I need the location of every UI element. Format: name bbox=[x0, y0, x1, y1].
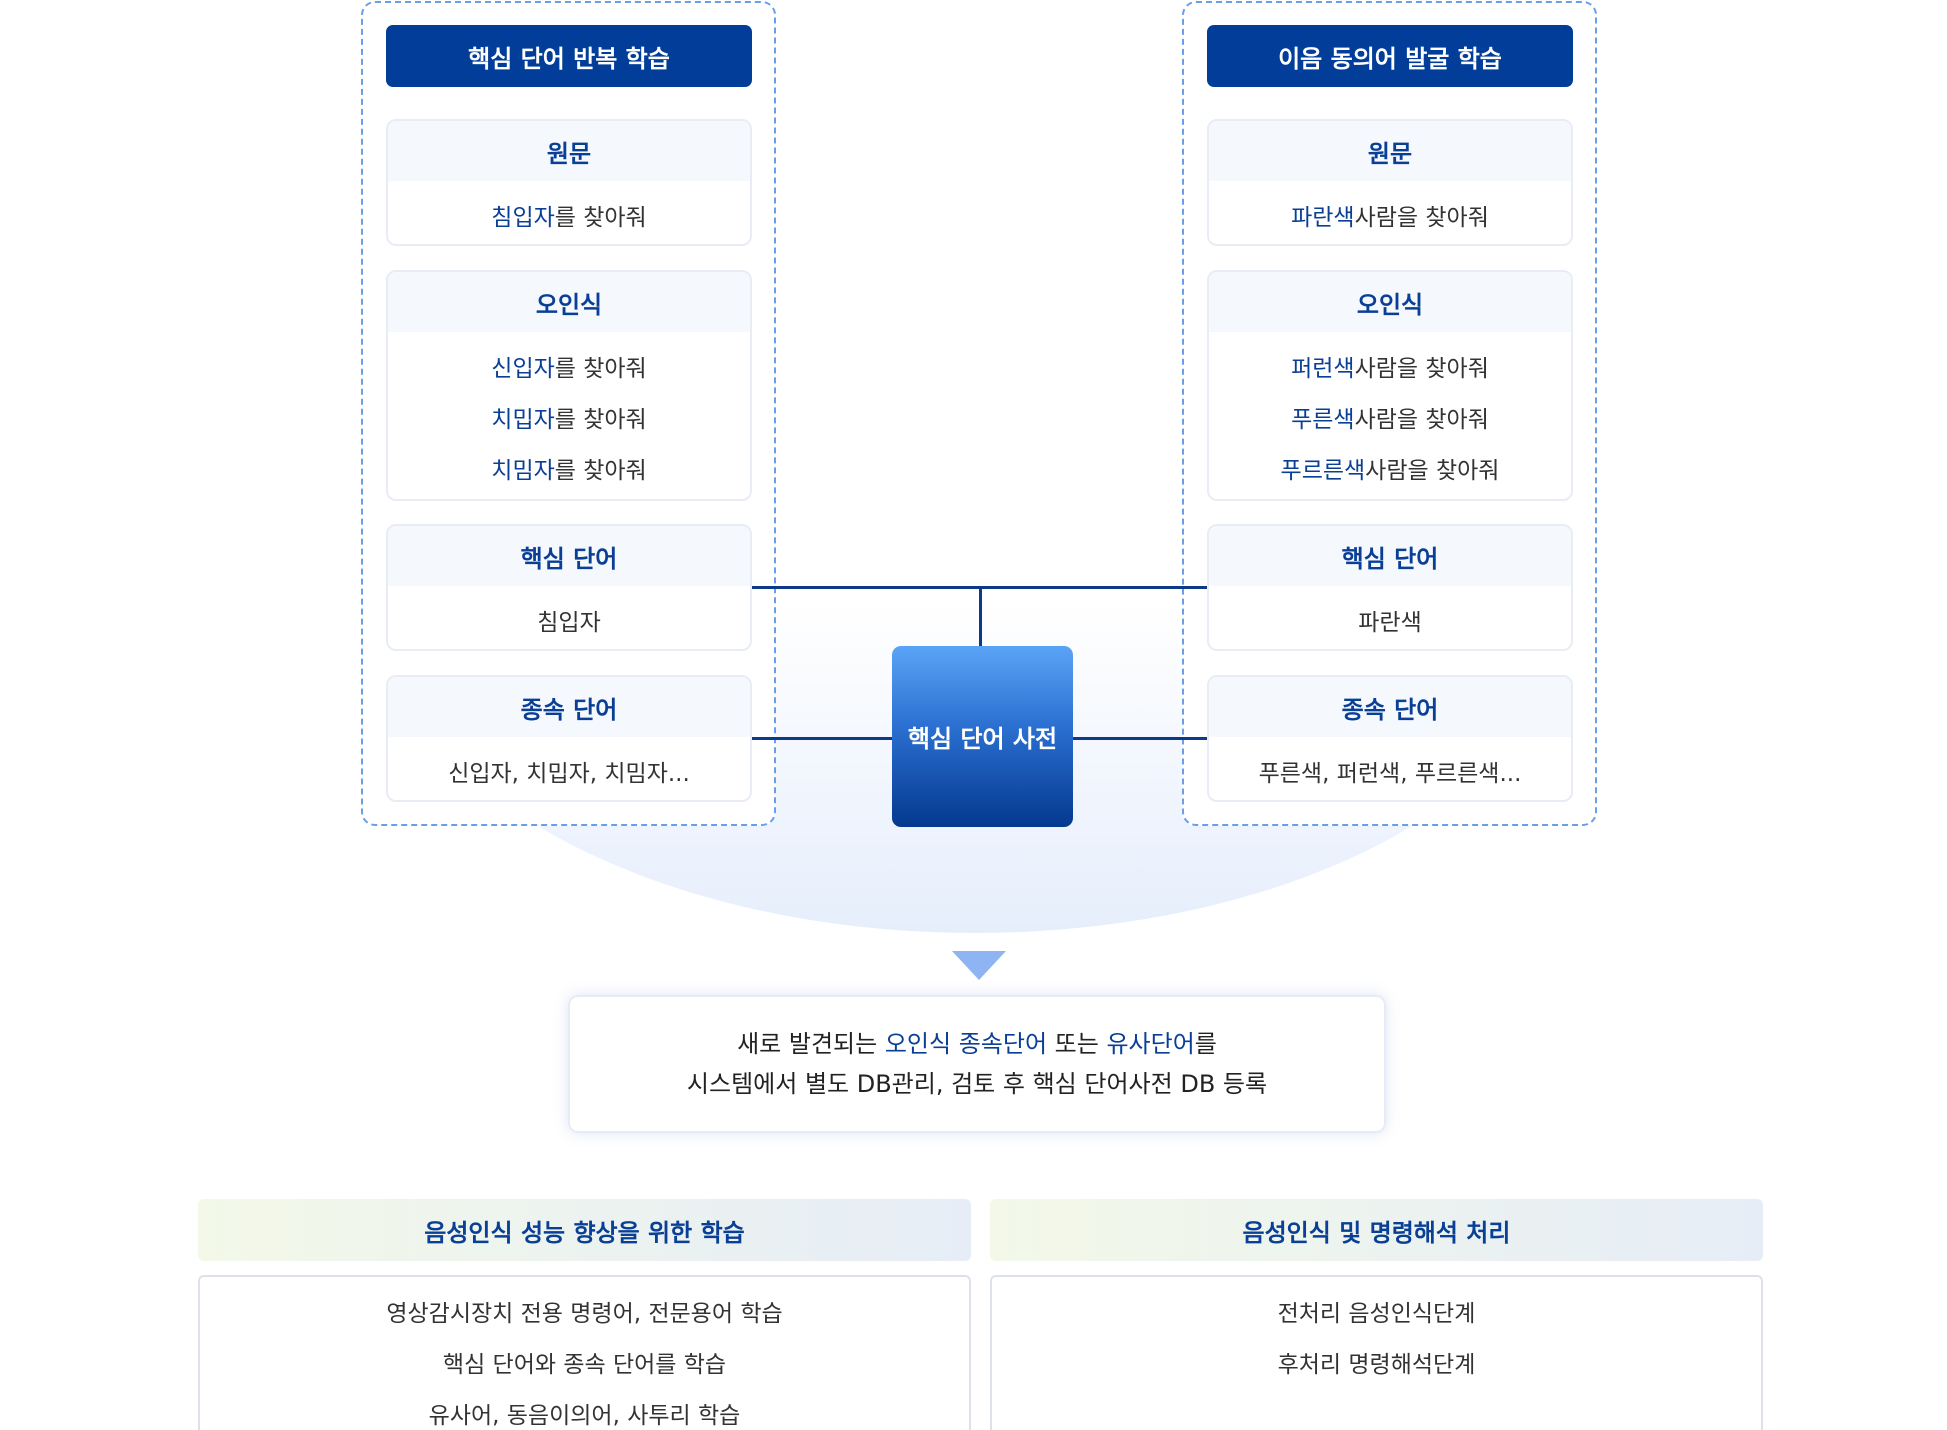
left-sub-word-card: 종속 단어 신입자, 치밉자, 치밈자... bbox=[386, 675, 752, 802]
list-item: 영상감시장치 전용 명령어, 전문용어 학습 bbox=[386, 1300, 783, 1327]
right-sub-word-card: 종속 단어 푸른색, 퍼런색, 푸르른색... bbox=[1207, 675, 1573, 802]
list-item: 전처리 음성인식단계 bbox=[1277, 1300, 1476, 1327]
left-original-title: 원문 bbox=[388, 121, 750, 181]
row-text: 사람을 찾아줘 bbox=[1354, 406, 1489, 433]
right-misrecognition-row: 푸른색 사람을 찾아줘 bbox=[1291, 391, 1489, 442]
note-highlight: 오인식 종속단어 bbox=[884, 1030, 1048, 1058]
left-core-word-card: 핵심 단어 침입자 bbox=[386, 524, 752, 651]
right-original-row: 파란색 사람을 찾아줘 bbox=[1291, 189, 1489, 240]
list-item: 유사어, 동음이의어, 사투리 학습 bbox=[428, 1402, 741, 1429]
note-highlight: 유사단어 bbox=[1106, 1030, 1195, 1058]
connector-sub-left bbox=[752, 737, 892, 740]
bottom-right-header: 음성인식 및 명령해석 처리 bbox=[990, 1199, 1763, 1261]
note-text: 를 bbox=[1194, 1030, 1217, 1058]
right-core-word-value: 파란색 bbox=[1358, 609, 1422, 636]
bottom-left-list: 영상감시장치 전용 명령어, 전문용어 학습 핵심 단어와 종속 단어를 학습 … bbox=[198, 1275, 971, 1430]
right-core-word-title: 핵심 단어 bbox=[1209, 526, 1571, 586]
db-registration-note: 새로 발견되는 오인식 종속단어 또는 유사단어를 시스템에서 별도 DB관리,… bbox=[568, 995, 1386, 1133]
left-misrecognition-title: 오인식 bbox=[388, 272, 750, 332]
right-group-header: 이음 동의어 발굴 학습 bbox=[1207, 25, 1573, 87]
list-item: 핵심 단어와 종속 단어를 학습 bbox=[442, 1351, 727, 1378]
left-sub-word-value: 신입자, 치밉자, 치밈자... bbox=[448, 760, 690, 787]
left-core-word-value: 침입자 bbox=[537, 609, 601, 636]
highlight-word: 퍼런색 bbox=[1291, 355, 1355, 382]
note-line-2: 시스템에서 별도 DB관리, 검토 후 핵심 단어사전 DB 등록 bbox=[686, 1070, 1268, 1098]
row-text: 를 찾아줘 bbox=[554, 355, 647, 382]
down-arrow-icon bbox=[952, 951, 1006, 980]
right-original-title: 원문 bbox=[1209, 121, 1571, 181]
list-item: 후처리 명령해석단계 bbox=[1277, 1351, 1476, 1378]
bottom-right-list: 전처리 음성인식단계 후처리 명령해석단계 bbox=[990, 1275, 1763, 1430]
left-group-header: 핵심 단어 반복 학습 bbox=[386, 25, 752, 87]
left-core-word-title: 핵심 단어 bbox=[388, 526, 750, 586]
bottom-left-header: 음성인식 성능 향상을 위한 학습 bbox=[198, 1199, 971, 1261]
core-word-dictionary-box: 핵심 단어 사전 bbox=[892, 646, 1073, 827]
row-text: 를 찾아줘 bbox=[554, 406, 647, 433]
right-core-word-card: 핵심 단어 파란색 bbox=[1207, 524, 1573, 651]
highlight-word: 치밈자 bbox=[491, 457, 555, 484]
highlight-word: 파란색 bbox=[1291, 204, 1355, 231]
right-sub-word-title: 종속 단어 bbox=[1209, 677, 1571, 737]
highlight-word: 푸른색 bbox=[1291, 406, 1355, 433]
right-misrecognition-title: 오인식 bbox=[1209, 272, 1571, 332]
connector-sub-right bbox=[1071, 737, 1207, 740]
right-original-card: 원문 파란색 사람을 찾아줘 bbox=[1207, 119, 1573, 246]
row-text: 사람을 찾아줘 bbox=[1354, 355, 1489, 382]
right-misrecognition-card: 오인식 퍼런색 사람을 찾아줘 푸른색 사람을 찾아줘 푸르른색 사람을 찾아줘 bbox=[1207, 270, 1573, 501]
note-text: 새로 발견되는 bbox=[737, 1030, 885, 1058]
row-text: 사람을 찾아줘 bbox=[1365, 457, 1500, 484]
highlight-word: 푸르른색 bbox=[1280, 457, 1366, 484]
right-sub-word-value: 푸른색, 퍼런색, 푸르른색... bbox=[1258, 760, 1522, 787]
connector-core-vertical bbox=[979, 586, 982, 646]
row-text: 를 찾아줘 bbox=[554, 457, 647, 484]
right-misrecognition-row: 퍼런색 사람을 찾아줘 bbox=[1291, 340, 1489, 391]
highlight-word: 신입자 bbox=[491, 355, 555, 382]
highlight-word: 치밉자 bbox=[491, 406, 555, 433]
note-line-1: 새로 발견되는 오인식 종속단어 또는 유사단어를 bbox=[737, 1024, 1217, 1064]
note-text: 또는 bbox=[1047, 1030, 1107, 1058]
row-text: 를 찾아줘 bbox=[554, 204, 647, 231]
row-text: 사람을 찾아줘 bbox=[1354, 204, 1489, 231]
right-misrecognition-row: 푸르른색 사람을 찾아줘 bbox=[1281, 442, 1500, 493]
highlight-word: 침입자 bbox=[491, 204, 555, 231]
left-sub-word-title: 종속 단어 bbox=[388, 677, 750, 737]
